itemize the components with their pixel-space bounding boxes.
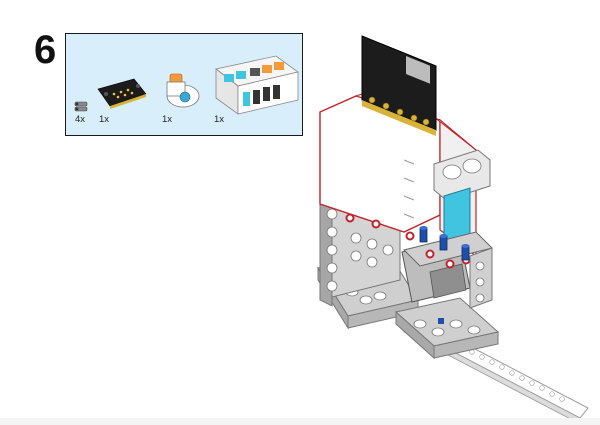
page-footer-strip — [0, 418, 600, 425]
red-connectors — [345, 213, 471, 269]
expansion-board-qty: 1x — [214, 114, 225, 125]
button-module-qty: 1x — [162, 114, 173, 125]
right-frame — [469, 247, 493, 309]
pin-connector-qty: 4x — [75, 114, 86, 125]
pin-connector-icon — [74, 101, 88, 112]
parts-list-panel: 4x 1x 1x 1x — [65, 33, 303, 136]
button-module-icon — [166, 73, 200, 108]
button-module — [433, 149, 491, 249]
expansion-board-icon — [215, 55, 299, 115]
microbit-board-qty: 1x — [99, 114, 110, 125]
blue-pins — [419, 226, 470, 261]
microbit-board — [361, 35, 437, 136]
parts-illustrations — [74, 55, 299, 115]
microbit-board-icon — [97, 78, 147, 109]
step-number: 6 — [34, 28, 57, 72]
